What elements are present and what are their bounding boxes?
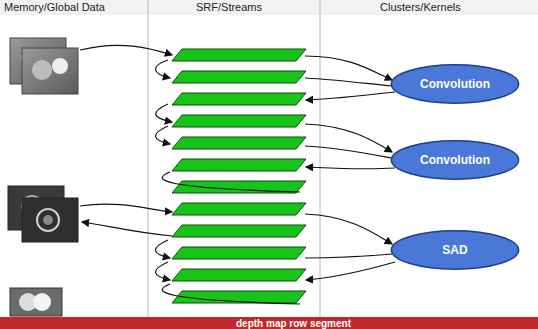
- stream-bars: [172, 49, 306, 303]
- kernel-name: Convolution: [420, 153, 490, 167]
- column-header: Memory/Global Data: [4, 1, 105, 13]
- stream-bar: [172, 269, 306, 281]
- stream-bar: [172, 203, 306, 215]
- flow-lines: [80, 45, 395, 304]
- column-header: SRF/Streams: [196, 1, 262, 13]
- kernel-name: SAD: [442, 243, 467, 257]
- footer-caption: depth map row segment: [236, 318, 351, 329]
- kernel-ellipse: Convolution: [390, 64, 520, 104]
- stream-bar: [172, 115, 306, 127]
- stream-bar: [172, 137, 306, 149]
- input-images: [10, 38, 78, 94]
- stream-bar: [172, 49, 306, 61]
- kernel-ellipse: Convolution: [390, 140, 520, 180]
- stream-bar: [172, 159, 306, 171]
- stream-bar: [172, 71, 306, 83]
- stream-bar: [172, 247, 306, 259]
- footer-bar: [0, 317, 538, 329]
- depth-map-image: [10, 288, 62, 316]
- kernel-ellipse: SAD: [390, 230, 520, 270]
- filtered-images: [8, 186, 78, 242]
- stream-bar: [172, 225, 306, 237]
- kernel-name: Convolution: [420, 77, 490, 91]
- stream-bar: [172, 93, 306, 105]
- column-header: Clusters/Kernels: [380, 1, 461, 13]
